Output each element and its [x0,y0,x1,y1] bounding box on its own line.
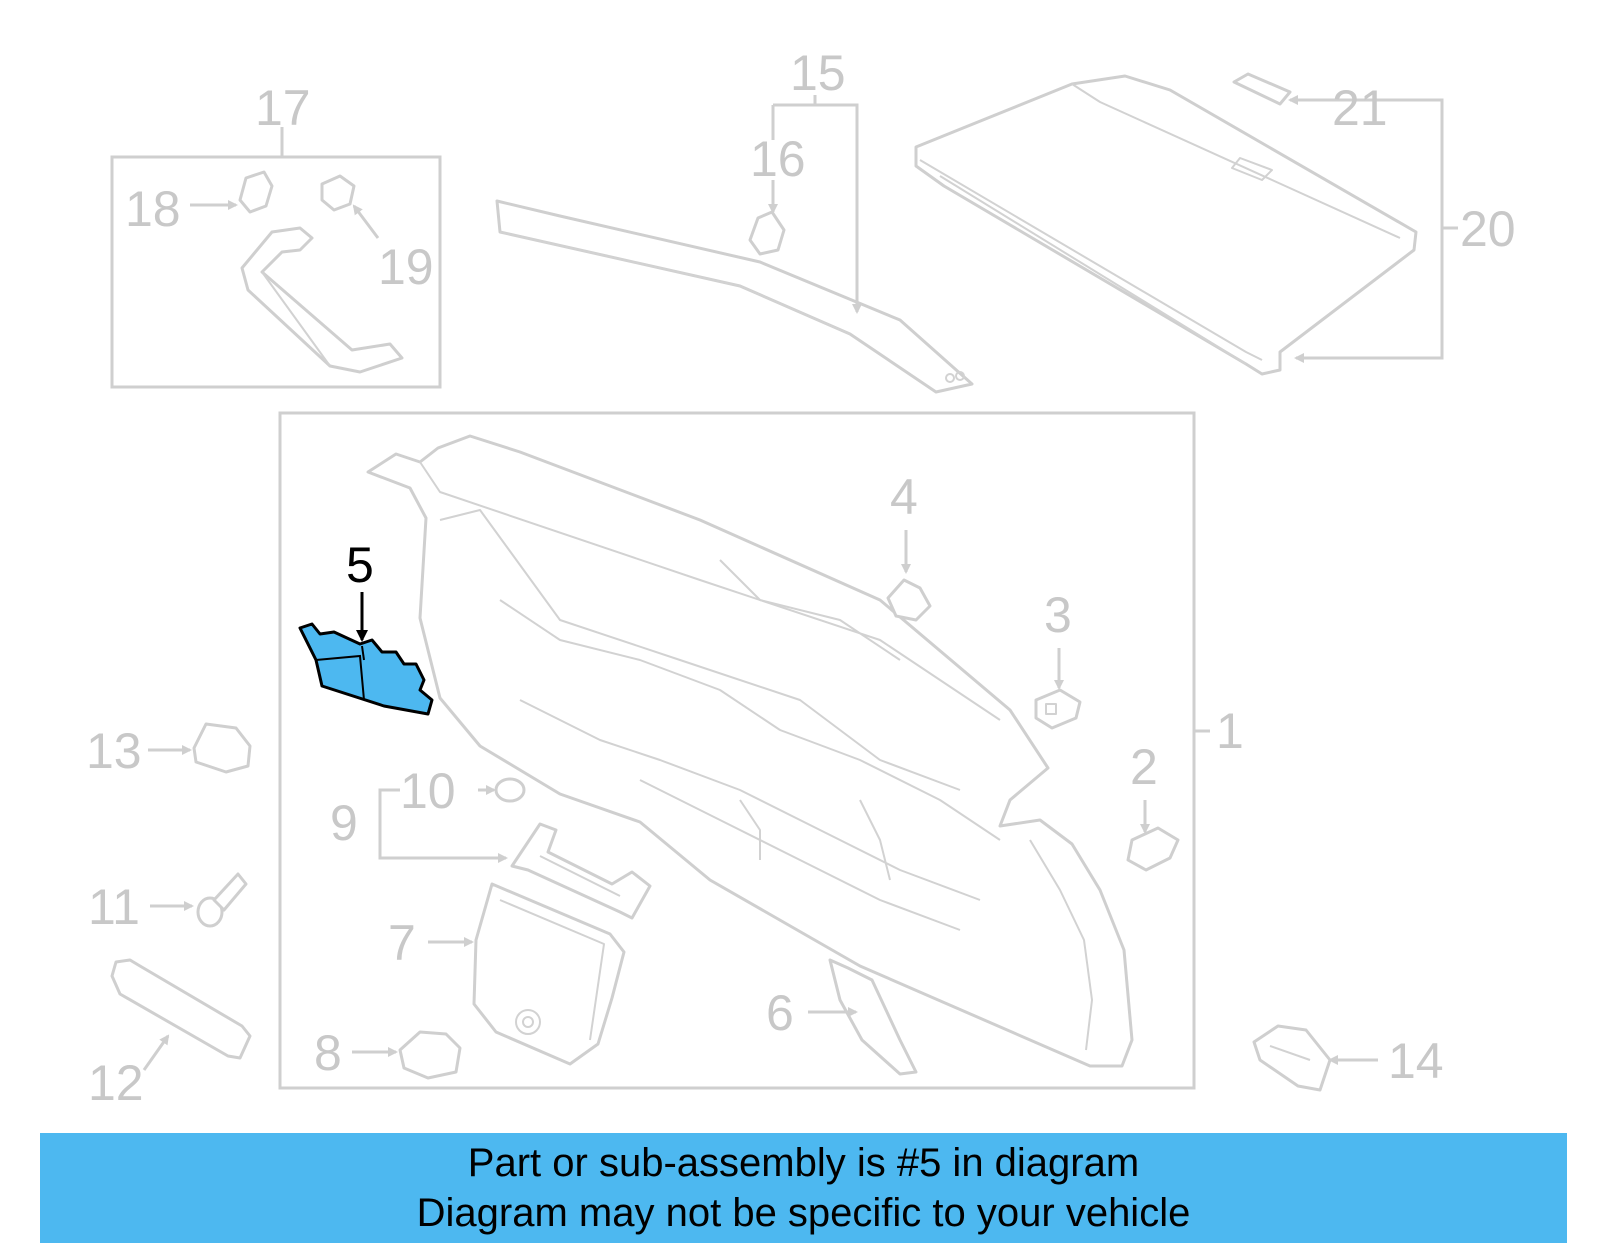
part-15-sill [495,199,974,394]
part-12-strip [110,958,252,1060]
callout-21: 21 [1332,80,1388,136]
group-box-17 [110,155,442,389]
callout-5: 5 [346,537,374,593]
callout-17: 17 [255,80,311,136]
callout-7: 7 [388,915,416,971]
callout-1: 1 [1216,703,1244,759]
part-17-handle [240,226,404,374]
part-5-highlighted [298,622,434,716]
callout-3: 3 [1044,587,1072,643]
callout-19: 19 [378,239,434,295]
part-18-clip [238,170,274,214]
callout-15: 15 [790,45,846,101]
info-banner: Part or sub-assembly is #5 in diagram Di… [40,1133,1567,1243]
callout-10: 10 [400,763,456,819]
part-3-clip [1034,688,1082,730]
callout-20: 20 [1460,201,1516,257]
part-10-grommet [494,777,526,803]
callout-9: 9 [330,795,358,851]
callout-11: 11 [88,879,140,935]
callout-16: 16 [750,131,806,187]
callout-18: 18 [125,181,181,237]
part-21-tab [1232,72,1292,106]
part-7-cover [472,882,626,1066]
part-14-latch [1252,1024,1332,1092]
part-11-screw [196,872,248,928]
callout-12: 12 [88,1055,144,1111]
part-13-clip [192,722,252,774]
part-1-tailgate-trim [366,434,1134,1068]
part-9-bracket [510,822,652,920]
part-2-clip [1126,826,1180,872]
callout-4: 4 [890,469,918,525]
callout-14: 14 [1388,1033,1444,1089]
callout-8: 8 [314,1025,342,1081]
group-box-1 [278,411,1196,1090]
callout-6: 6 [766,985,794,1041]
banner-line-2: Diagram may not be specific to your vehi… [416,1191,1191,1235]
part-4-clip [886,578,932,622]
callout-13: 13 [86,723,142,779]
callout-2: 2 [1130,739,1158,795]
parts-diagram: 17 18 19 15 16 21 20 4 5 3 1 2 13 10 9 1… [86,45,1516,1111]
part-19-clip [320,174,356,212]
banner-line-1: Part or sub-assembly is #5 in diagram [467,1141,1140,1185]
part-16-clip [748,210,786,256]
part-20-tonneau-cover [914,74,1418,376]
part-8-clip [398,1030,462,1080]
